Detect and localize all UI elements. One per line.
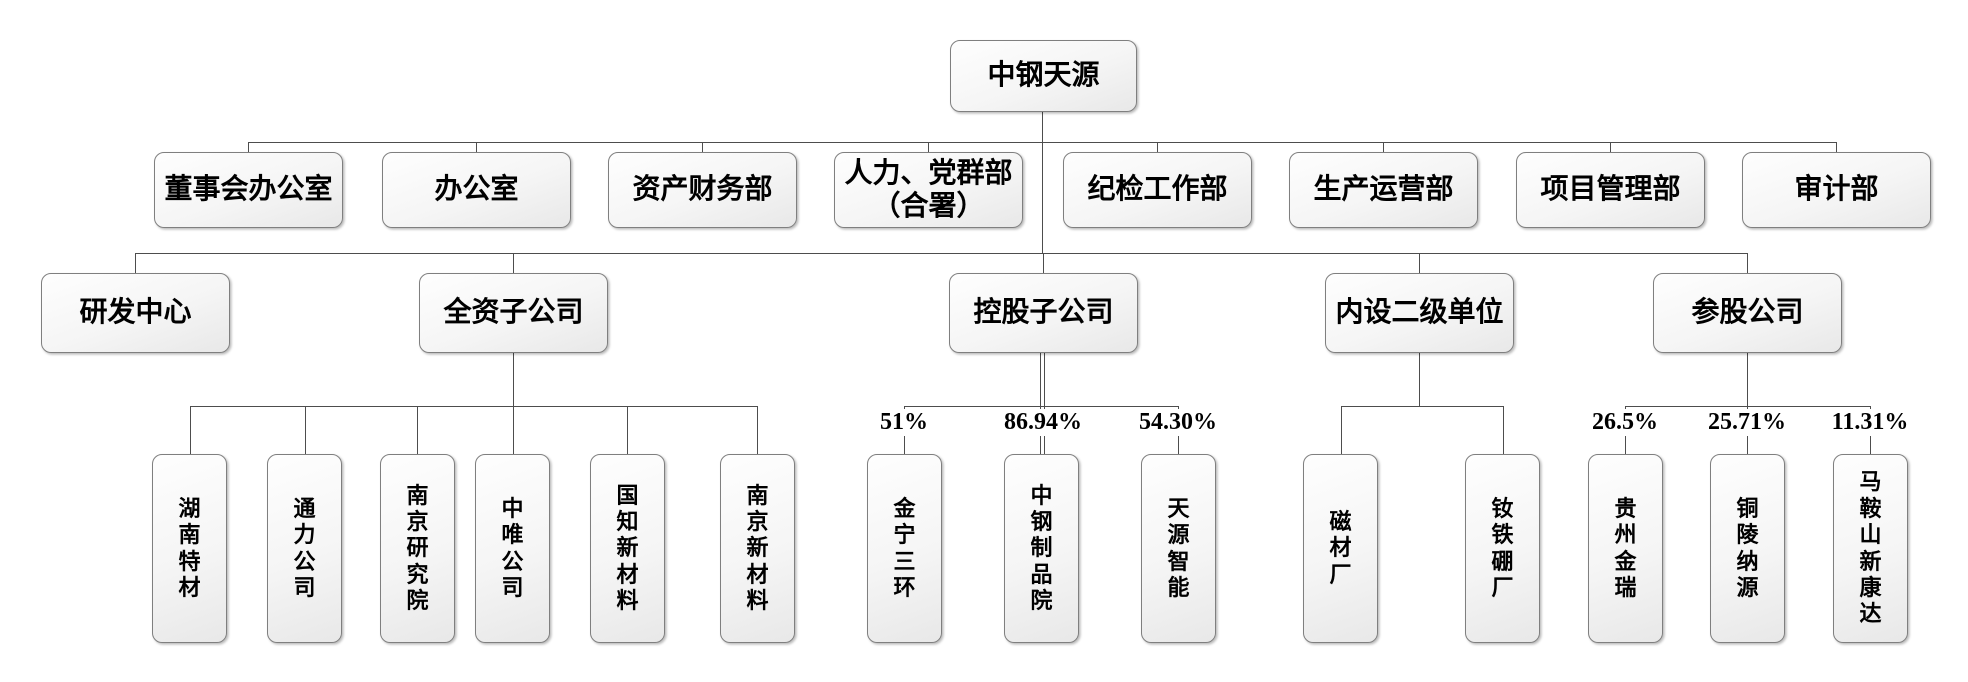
org-node-label: 磁材厂 bbox=[1329, 508, 1352, 587]
org-node-rd-center: 研发中心 bbox=[41, 273, 230, 353]
org-node-label: 南京研究院 bbox=[406, 482, 429, 614]
org-node-holding-subsidiaries: 控股子公司 bbox=[949, 273, 1138, 353]
org-node-label: 研发中心 bbox=[79, 297, 192, 329]
connector-line bbox=[248, 142, 1837, 143]
connector-line bbox=[513, 253, 514, 273]
org-node-label: 资产财务部 bbox=[632, 174, 773, 206]
org-node-label: 钕铁硼厂 bbox=[1491, 495, 1514, 600]
connector-line bbox=[1625, 406, 1871, 407]
connector-line bbox=[476, 142, 477, 152]
connector-line bbox=[513, 353, 514, 406]
org-node-label: 贵州金瑞 bbox=[1614, 495, 1637, 600]
connector-line bbox=[305, 406, 306, 454]
connector-line bbox=[1341, 406, 1504, 407]
org-node-label: 中唯公司 bbox=[501, 495, 524, 600]
connector-line bbox=[417, 406, 418, 454]
stake-percentage: 11.31% bbox=[1826, 409, 1914, 436]
connector-line bbox=[1419, 253, 1420, 273]
connector-line bbox=[1383, 142, 1384, 152]
org-node-guozhi-new-materials: 国知新材料 bbox=[590, 454, 665, 643]
org-node-tongli-company: 通力公司 bbox=[267, 454, 342, 643]
connector-line bbox=[904, 406, 1179, 407]
org-node-label: 审计部 bbox=[1794, 174, 1879, 206]
org-node-production-operations-dept: 生产运营部 bbox=[1289, 152, 1478, 228]
connector-line bbox=[702, 142, 703, 152]
connector-line bbox=[513, 406, 514, 454]
org-node-label: 国知新材料 bbox=[616, 482, 639, 614]
org-node-label: 办公室 bbox=[434, 174, 519, 206]
connector-line bbox=[248, 142, 249, 152]
org-node-zhongwei-company: 中唯公司 bbox=[475, 454, 550, 643]
stake-percentage: 51% bbox=[875, 409, 933, 436]
org-node-asset-finance-dept: 资产财务部 bbox=[608, 152, 797, 228]
org-node-label: 纪检工作部 bbox=[1087, 174, 1228, 206]
org-node-discipline-inspection-dept: 纪检工作部 bbox=[1063, 152, 1252, 228]
stake-percentage: 26.5% bbox=[1587, 409, 1663, 436]
connector-line bbox=[1043, 253, 1044, 273]
org-node-sinosteel-tianyuan: 中钢天源 bbox=[950, 40, 1137, 112]
org-node-internal-second-level-units: 内设二级单位 bbox=[1325, 273, 1514, 353]
org-node-label: 金宁三环 bbox=[893, 495, 916, 600]
connector-line bbox=[1747, 353, 1748, 406]
connector-line bbox=[1747, 253, 1748, 273]
connector-line bbox=[928, 142, 929, 152]
connector-line bbox=[1610, 142, 1611, 152]
org-node-label: 控股子公司 bbox=[973, 297, 1114, 329]
org-node-label: 湖南特材 bbox=[178, 495, 201, 600]
org-node-label: 中钢制品院 bbox=[1030, 482, 1053, 614]
connector-line bbox=[1419, 353, 1420, 406]
org-node-nanjing-new-materials: 南京新材料 bbox=[720, 454, 795, 643]
org-node-project-management-dept: 项目管理部 bbox=[1516, 152, 1705, 228]
org-node-hunan-special-materials: 湖南特材 bbox=[152, 454, 227, 643]
connector-line bbox=[1042, 112, 1043, 253]
org-node-tianyuan-intelligent: 天源智能 bbox=[1141, 454, 1216, 643]
org-node-label: 南京新材料 bbox=[746, 482, 769, 614]
connector-line bbox=[1503, 406, 1504, 454]
stake-percentage: 25.71% bbox=[1703, 409, 1791, 436]
org-node-label: 参股公司 bbox=[1691, 297, 1804, 329]
connector-line bbox=[1157, 142, 1158, 152]
org-node-label: 生产运营部 bbox=[1313, 174, 1454, 206]
connector-line bbox=[135, 253, 136, 273]
org-node-hr-party-dept: 人力、党群部（合署） bbox=[834, 152, 1023, 228]
org-node-ndfeb-factory: 钕铁硼厂 bbox=[1465, 454, 1540, 643]
connector-line bbox=[1341, 406, 1342, 454]
connector-line bbox=[190, 406, 191, 454]
org-node-label: 中钢天源 bbox=[987, 60, 1100, 92]
stake-percentage: 86.94% bbox=[999, 409, 1087, 436]
org-node-label: 董事会办公室 bbox=[164, 174, 333, 206]
org-node-sinosteel-products-institute: 中钢制品院 bbox=[1004, 454, 1079, 643]
org-node-guizhou-jinrui: 贵州金瑞 bbox=[1588, 454, 1663, 643]
org-node-general-office: 办公室 bbox=[382, 152, 571, 228]
org-node-equity-participation-companies: 参股公司 bbox=[1653, 273, 1842, 353]
connector-line bbox=[1836, 142, 1837, 152]
connector-line bbox=[190, 406, 758, 407]
org-node-label: 马鞍山新康达 bbox=[1859, 469, 1882, 627]
connector-line bbox=[627, 406, 628, 454]
connector-line bbox=[757, 406, 758, 454]
org-node-magnetic-materials-factory: 磁材厂 bbox=[1303, 454, 1378, 643]
stake-percentage: 54.30% bbox=[1134, 409, 1222, 436]
org-node-maanshan-xinkangda: 马鞍山新康达 bbox=[1833, 454, 1908, 643]
org-node-label: 通力公司 bbox=[293, 495, 316, 600]
connector-line bbox=[135, 253, 1748, 254]
org-node-label: 人力、党群部（合署） bbox=[844, 157, 1013, 222]
org-node-tongling-nayuan: 铜陵纳源 bbox=[1710, 454, 1785, 643]
double-connector-line bbox=[1040, 353, 1045, 454]
org-node-nanjing-research-institute: 南京研究院 bbox=[380, 454, 455, 643]
org-node-board-office: 董事会办公室 bbox=[154, 152, 343, 228]
org-node-label: 项目管理部 bbox=[1540, 174, 1681, 206]
org-node-jinning-sanhuan: 金宁三环 bbox=[867, 454, 942, 643]
org-node-audit-dept: 审计部 bbox=[1742, 152, 1931, 228]
org-node-label: 铜陵纳源 bbox=[1736, 495, 1759, 600]
org-node-wholly-owned-subsidiaries: 全资子公司 bbox=[419, 273, 608, 353]
org-node-label: 内设二级单位 bbox=[1335, 297, 1504, 329]
org-node-label: 全资子公司 bbox=[443, 297, 584, 329]
org-node-label: 天源智能 bbox=[1167, 495, 1190, 600]
